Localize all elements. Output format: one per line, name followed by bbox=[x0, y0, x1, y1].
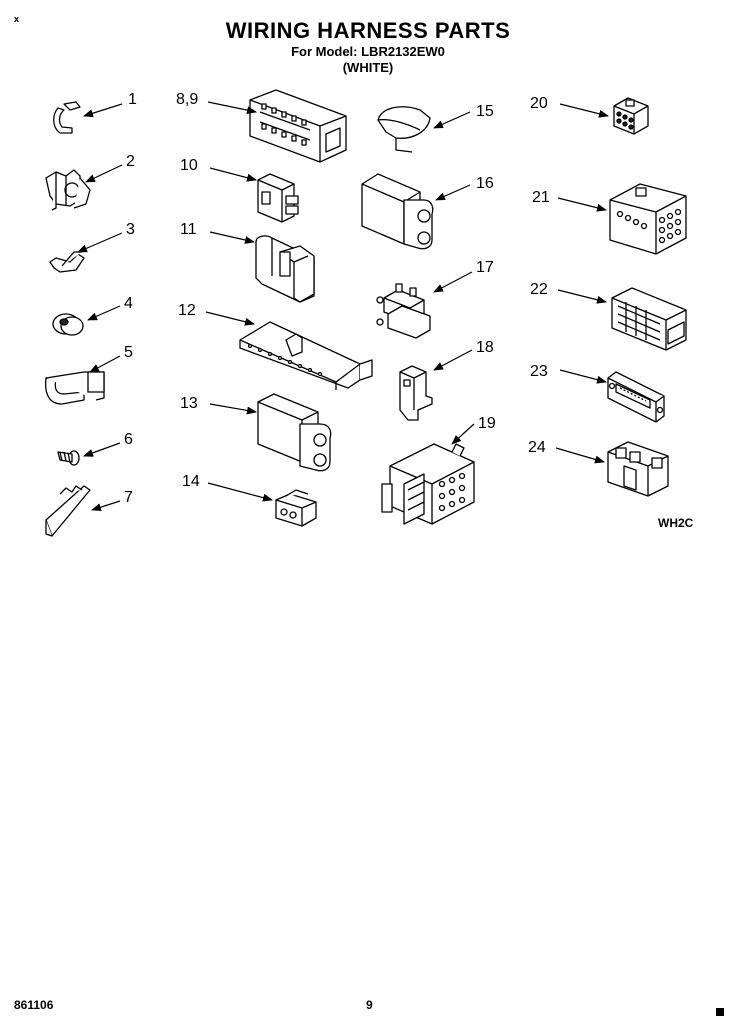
diagram-code: WH2C bbox=[658, 516, 694, 530]
sleeve-clip-icon bbox=[377, 106, 431, 153]
callout-21: 21 bbox=[532, 189, 550, 206]
four-way-housing-icon bbox=[607, 441, 669, 497]
callout-10: 10 bbox=[180, 157, 198, 174]
callout-16: 16 bbox=[476, 175, 494, 192]
callout-19: 19 bbox=[478, 415, 496, 432]
multi-pin-housing-icon bbox=[249, 89, 347, 163]
two-pin-connector-icon bbox=[257, 173, 299, 223]
d-sub-connector-icon bbox=[607, 371, 665, 423]
doc-number: 861106 bbox=[14, 998, 54, 1012]
multi-row-connector-icon bbox=[611, 287, 687, 351]
clip-icon bbox=[53, 101, 81, 134]
model-number: For Model: LBR2132EW0 bbox=[291, 44, 445, 59]
callout-22: 22 bbox=[530, 281, 548, 298]
callout-3: 3 bbox=[126, 221, 135, 238]
two-way-receptacle-icon bbox=[361, 173, 434, 250]
callout-15: 15 bbox=[476, 103, 494, 120]
two-way-plug-icon bbox=[257, 393, 332, 472]
callout-18: 18 bbox=[476, 339, 494, 356]
small-plug-icon bbox=[275, 489, 317, 527]
callout-5: 5 bbox=[124, 344, 133, 361]
callout-8-9: 8,9 bbox=[176, 91, 198, 108]
wire-clamp-icon bbox=[45, 169, 91, 211]
callout-11: 11 bbox=[180, 221, 197, 238]
corner-mark: x bbox=[14, 14, 20, 24]
bracket-clip-icon bbox=[44, 371, 105, 405]
callout-14: 14 bbox=[182, 473, 200, 490]
grommet-icon bbox=[52, 313, 84, 336]
twelve-pin-connector-icon bbox=[381, 443, 475, 525]
terminal-block-icon bbox=[376, 283, 431, 339]
callout-20: 20 bbox=[530, 95, 548, 112]
callout-13: 13 bbox=[180, 395, 198, 412]
callout-6: 6 bbox=[124, 431, 133, 448]
callout-1: 1 bbox=[128, 91, 137, 108]
twelve-pin-housing-icon bbox=[609, 183, 687, 255]
model-color: (WHITE) bbox=[342, 60, 394, 75]
corner-square-icon bbox=[716, 1008, 724, 1016]
mounting-clip-icon bbox=[399, 365, 433, 421]
callout-12: 12 bbox=[178, 302, 196, 319]
callout-7: 7 bbox=[124, 489, 133, 506]
callout-4: 4 bbox=[124, 295, 133, 312]
callout-24: 24 bbox=[528, 439, 546, 456]
wire-clip-icon bbox=[49, 251, 85, 273]
retainer-strip-icon bbox=[45, 485, 91, 537]
callout-2: 2 bbox=[126, 153, 135, 170]
page-title: WIRING HARNESS PARTS bbox=[225, 18, 511, 43]
screw-icon bbox=[57, 450, 80, 466]
page-number: 9 bbox=[366, 998, 373, 1012]
callout-17: 17 bbox=[476, 259, 494, 276]
connector-housing-icon bbox=[255, 235, 315, 303]
nine-pin-plug-icon bbox=[613, 97, 649, 135]
callout-23: 23 bbox=[530, 363, 548, 380]
terminal-strip-icon bbox=[239, 321, 373, 390]
